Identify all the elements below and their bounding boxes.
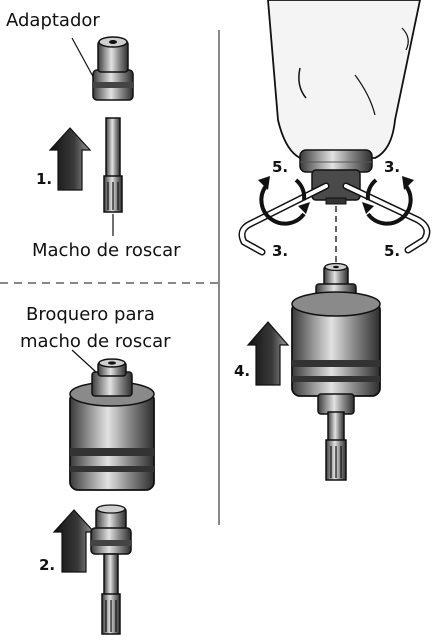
step-2-label: 2. — [39, 556, 55, 574]
tap-with-adapter-illustration — [90, 504, 132, 635]
tap-label: Macho de roscar — [32, 240, 181, 261]
insert-arrow-2 — [52, 509, 96, 573]
right-hex-key — [342, 182, 431, 254]
step-3-label-right: 3. — [384, 158, 400, 176]
step-1-label: 1. — [36, 170, 52, 188]
rotate-arrow-left-icon — [258, 176, 310, 226]
insert-arrow-1 — [48, 127, 92, 191]
tap-chuck-label-line1: Broquero para — [26, 304, 155, 325]
tap-chuck-illustration — [69, 349, 155, 491]
step-4-label: 4. — [234, 362, 250, 380]
assembled-chuck-illustration — [291, 262, 381, 481]
step-3-label-left: 3. — [272, 242, 288, 260]
adapter-illustration — [71, 36, 134, 101]
drill-body-illustration — [267, 0, 421, 262]
adapter-label: Adaptador — [6, 10, 100, 31]
tap-chuck-label-line2: macho de roscar — [20, 331, 171, 352]
rotate-arrow-right-icon — [362, 176, 414, 226]
step-5-label-left: 5. — [272, 158, 288, 176]
left-hex-key — [238, 182, 330, 256]
insert-arrow-4 — [246, 321, 290, 386]
step-5-label-right: 5. — [384, 242, 400, 260]
tap-illustration — [103, 117, 123, 236]
